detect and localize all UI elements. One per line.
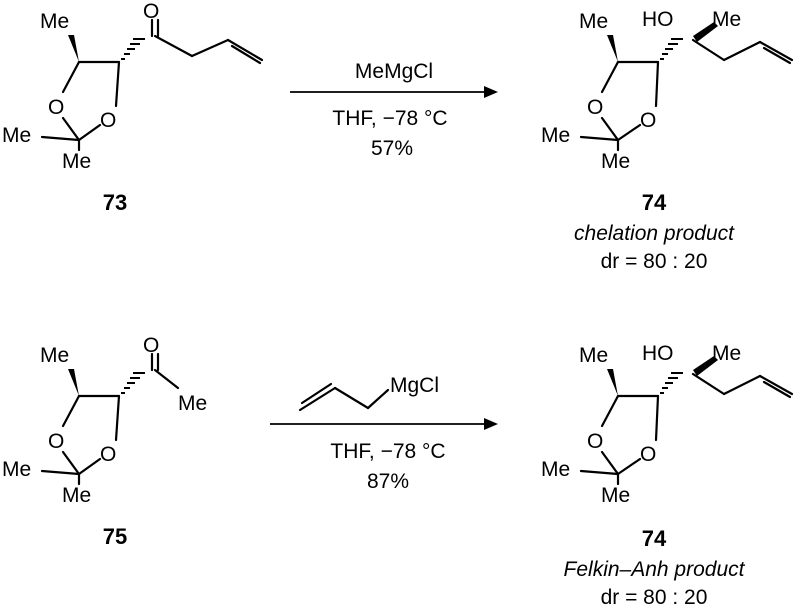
atom-methyl: Me — [541, 124, 570, 147]
atom-methyl: Me — [579, 10, 608, 33]
reagent-mememgcl: MeMgCl — [355, 60, 433, 83]
bond — [190, 38, 230, 58]
bond — [691, 38, 726, 62]
atom-hydroxyl: HO — [642, 8, 674, 31]
compound-label-73: 73 — [103, 190, 127, 215]
atom-methyl: Me — [601, 150, 630, 173]
bond — [616, 457, 642, 476]
reaction-conditions: THF, −78 °C — [330, 440, 445, 463]
bond — [758, 374, 794, 396]
atom-oxygen: O — [48, 96, 64, 119]
atom-oxygen: O — [587, 96, 603, 119]
bond — [579, 469, 620, 476]
atom-oxygen: O — [100, 109, 116, 132]
compound-75-structure: Me O O Me Me O Me — [2, 334, 207, 507]
product-type-label: chelation product — [574, 222, 735, 245]
wedge-bond — [607, 369, 618, 396]
bond — [230, 44, 262, 65]
allyl-group-structure — [298, 382, 390, 412]
atom-methyl: Me — [712, 342, 741, 365]
reaction-yield: 57% — [371, 137, 413, 160]
atom-methyl: Me — [40, 10, 69, 33]
bond — [40, 469, 81, 476]
bond — [579, 135, 620, 142]
atom-hydroxyl: HO — [642, 342, 674, 365]
atom-methyl: Me — [541, 458, 570, 481]
hashed-bond — [660, 372, 683, 394]
bond — [762, 380, 792, 399]
atom-oxygen: O — [143, 0, 159, 23]
atom-methyl: Me — [2, 458, 31, 481]
compound-label-75: 75 — [103, 524, 127, 549]
atom-methyl: Me — [178, 392, 207, 415]
bond — [600, 450, 620, 476]
bond — [616, 123, 642, 142]
bond — [77, 123, 102, 142]
bond — [762, 46, 792, 65]
atom-methyl: Me — [62, 484, 91, 507]
bond — [61, 394, 81, 428]
bond — [654, 394, 660, 442]
bond — [61, 116, 81, 142]
reaction-yield: 87% — [367, 470, 409, 493]
bond — [61, 450, 81, 476]
reaction-conditions: THF, −78 °C — [332, 107, 447, 130]
bond — [600, 60, 620, 94]
hashed-bond — [121, 38, 145, 60]
compound-label-74: 74 — [642, 190, 667, 215]
atom-methyl: Me — [2, 124, 31, 147]
wedge-bond — [693, 356, 718, 376]
compound-74-structure-chelation: Me O O Me Me HO Me — [541, 8, 794, 173]
compound-74-structure-felkin-anh: Me O O Me Me HO Me — [541, 342, 794, 507]
hashed-bond — [660, 38, 683, 60]
atom-methyl: Me — [62, 150, 91, 173]
bond — [722, 40, 762, 62]
bond — [600, 116, 620, 142]
bond — [77, 457, 102, 476]
atom-oxygen: O — [640, 109, 656, 132]
hashed-bond — [121, 372, 145, 394]
bond — [114, 394, 121, 442]
atom-oxygen: O — [587, 430, 603, 453]
atom-oxygen: O — [48, 430, 64, 453]
bond — [654, 60, 660, 108]
atom-methyl: Me — [712, 8, 741, 31]
atom-methyl: Me — [601, 484, 630, 507]
atom-oxygen: O — [100, 443, 116, 466]
product-type-label: Felkin–Anh product — [564, 558, 746, 581]
atom-oxygen: O — [143, 334, 159, 357]
compound-label-74: 74 — [642, 526, 667, 551]
bond — [40, 135, 81, 142]
reaction-arrow-1 — [290, 86, 498, 98]
bond — [722, 374, 762, 396]
bond — [153, 34, 194, 58]
compound-73-structure: Me O O Me Me O — [2, 0, 264, 173]
diastereomeric-ratio: dr = 80 : 20 — [601, 250, 708, 273]
wedge-bond — [693, 22, 718, 42]
bond — [226, 38, 264, 62]
reagent-allylmgcl: MgCl — [390, 374, 439, 397]
diastereomeric-ratio: dr = 80 : 20 — [601, 586, 708, 609]
bond — [600, 394, 620, 428]
bond — [691, 372, 726, 396]
bond — [61, 60, 81, 94]
atom-oxygen: O — [640, 443, 656, 466]
bond — [153, 368, 180, 390]
bond — [758, 40, 794, 62]
wedge-bond — [68, 35, 79, 62]
wedge-bond — [607, 35, 618, 62]
atom-methyl: Me — [40, 344, 69, 367]
wedge-bond — [68, 369, 79, 396]
reaction-arrow-2 — [270, 418, 498, 430]
atom-methyl: Me — [579, 344, 608, 367]
bond — [114, 60, 121, 108]
